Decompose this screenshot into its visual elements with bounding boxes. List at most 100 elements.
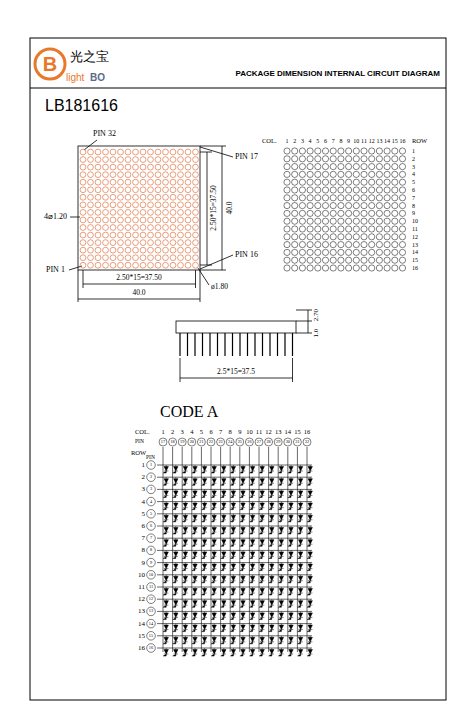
- pin-number: 12: [149, 597, 153, 601]
- led-grid: [284, 148, 406, 271]
- pin-number: 25: [238, 440, 242, 444]
- axis-label: COL.: [262, 138, 277, 145]
- row-number: 7: [412, 195, 415, 201]
- column-number: 13: [275, 429, 282, 436]
- column-number: 2: [293, 138, 296, 144]
- pin-number: 1: [150, 463, 152, 467]
- dimension: 4⌀1.20: [44, 213, 67, 221]
- logo-word: BO: [90, 73, 105, 83]
- axis-label: COL.: [135, 429, 150, 436]
- pins: [180, 333, 293, 356]
- page-border: [30, 38, 446, 700]
- pin-number: 29: [276, 440, 280, 444]
- header-rule: [30, 88, 446, 89]
- pin-number: 26: [247, 440, 251, 444]
- row-number: 1: [412, 148, 415, 154]
- pin-number: 32: [305, 440, 309, 444]
- dimension: 1.0: [313, 329, 320, 338]
- led-holes: [80, 149, 198, 268]
- pin-number: 14: [149, 621, 153, 625]
- row-number: 9: [412, 210, 415, 216]
- model-number: LB181616: [45, 98, 118, 114]
- column-number: 11: [256, 429, 262, 436]
- dimension: 2.50*15=37.50: [116, 274, 161, 282]
- row-number: 13: [412, 242, 418, 248]
- pin-number: 16: [149, 646, 153, 650]
- column-number: 13: [376, 138, 382, 144]
- column-number: 11: [361, 138, 367, 144]
- row-number: 10: [138, 571, 145, 578]
- pin-number: 21: [199, 440, 203, 444]
- row-number: 15: [138, 632, 145, 639]
- row-number: 11: [138, 584, 145, 591]
- sheet-title: PACKAGE DIMENSION INTERNAL CIRCUIT DIAGR…: [235, 70, 440, 78]
- pin-number: 7: [150, 536, 152, 540]
- row-number: 4: [142, 498, 146, 505]
- pin-number: 13: [149, 609, 153, 613]
- axis-label: ROW: [412, 138, 427, 145]
- column-number: 10: [246, 429, 253, 436]
- row-number: 3: [142, 486, 146, 493]
- dimension: ø1.80: [211, 283, 228, 291]
- pin-number: 3: [150, 487, 152, 491]
- column-number: 14: [285, 429, 292, 436]
- row-number: 14: [138, 620, 145, 627]
- dimension: 2.70: [313, 309, 320, 321]
- row-number: 5: [142, 510, 146, 517]
- row-number: 13: [138, 608, 145, 615]
- code-heading: CODE A: [160, 404, 218, 420]
- column-number: 10: [353, 138, 359, 144]
- row-number: 9: [142, 559, 146, 566]
- row-number: 3: [412, 164, 415, 170]
- column-number: 6: [209, 429, 212, 436]
- pin-callout: PIN 16: [235, 251, 258, 259]
- column-number: 15: [294, 429, 301, 436]
- led-matrix-circuit: [147, 438, 313, 656]
- pin-number: 17: [161, 440, 165, 444]
- logo-word: light: [66, 73, 84, 83]
- axis-label: PIN: [146, 455, 155, 461]
- pin-number: 19: [180, 440, 184, 444]
- dimension: 40.0: [226, 201, 234, 214]
- row-number: 2: [142, 474, 146, 481]
- column-number: 8: [339, 138, 342, 144]
- axis-label: ROW: [131, 450, 146, 457]
- pin-callout: PIN 17: [235, 153, 258, 161]
- dimension: 2.50*15=37.50: [210, 185, 218, 230]
- row-number: 16: [412, 265, 418, 271]
- column-number: 7: [332, 138, 335, 144]
- repeated-marks: [80, 148, 406, 656]
- column-number: 8: [229, 429, 232, 436]
- pin-number: 20: [190, 440, 194, 444]
- pin-number: 5: [150, 512, 152, 516]
- pin-number: 22: [209, 440, 213, 444]
- pin-number: 4: [150, 499, 152, 503]
- pin-number: 10: [149, 573, 153, 577]
- row-number: 6: [412, 187, 415, 193]
- row-number: 10: [412, 218, 418, 224]
- pin-number: 30: [286, 440, 290, 444]
- row-number: 11: [412, 226, 418, 232]
- row-number: 15: [412, 257, 418, 263]
- column-number: 16: [400, 138, 406, 144]
- logo-chinese: 光之宝: [70, 50, 109, 63]
- column-number: 12: [369, 138, 375, 144]
- dimension: 40.0: [132, 289, 145, 297]
- pin-number: 11: [149, 585, 153, 589]
- column-number: 9: [347, 138, 350, 144]
- row-number: 1: [142, 462, 146, 469]
- row-number: 14: [412, 249, 418, 255]
- dimension: 2.5*15=37.5: [217, 368, 255, 376]
- row-number: 12: [412, 234, 418, 240]
- row-number: 7: [142, 535, 146, 542]
- pin-number: 24: [228, 440, 232, 444]
- column-number: 7: [219, 429, 222, 436]
- column-number: 1: [161, 429, 164, 436]
- pin-number: 28: [266, 440, 270, 444]
- pin-number: 9: [150, 560, 152, 564]
- pin-number: 15: [149, 634, 153, 638]
- pin-number: 27: [257, 440, 261, 444]
- package-front: [69, 140, 233, 302]
- pin-number: 2: [150, 475, 152, 479]
- row-number: 4: [412, 171, 415, 177]
